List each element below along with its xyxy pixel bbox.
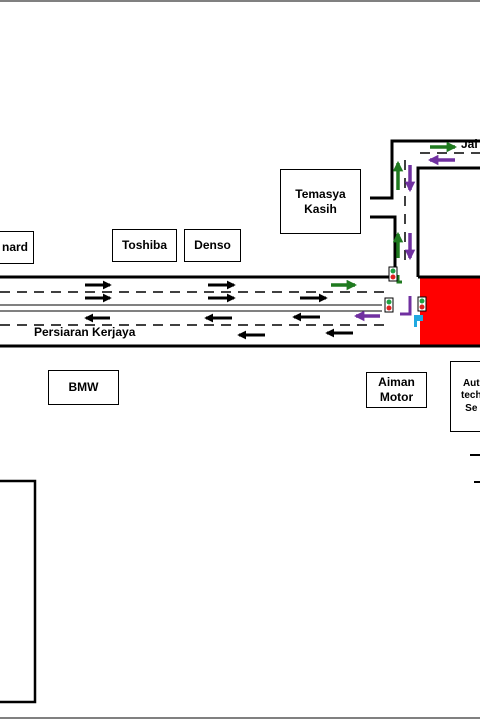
side-road-left-edge-lower bbox=[370, 215, 397, 277]
arrow-purple-turn bbox=[400, 296, 412, 316]
building-bmw: BMW bbox=[48, 370, 119, 405]
traffic-light-icon bbox=[417, 296, 427, 312]
building-temasya-kasih: Temasya Kasih bbox=[280, 169, 361, 234]
arrow-green-turn bbox=[396, 275, 402, 284]
building-aiman-motor: Aiman Motor bbox=[366, 372, 427, 408]
road-label-persiaran-kerjaya: Persiaran Kerjaya bbox=[34, 325, 136, 339]
side-road-left-edge bbox=[370, 139, 480, 200]
lot-boundary bbox=[0, 479, 37, 704]
building-left-cut: nard bbox=[0, 231, 34, 264]
traffic-light-icon bbox=[388, 266, 398, 282]
building-right-cut: Aut tech Se bbox=[450, 361, 480, 432]
building-toshiba: Toshiba bbox=[112, 229, 177, 262]
highlight-block bbox=[420, 278, 480, 346]
side-road-right-edge bbox=[416, 166, 480, 277]
building-denso: Denso bbox=[184, 229, 241, 262]
road-label-side-road: Jal bbox=[461, 137, 478, 151]
traffic-light-icon bbox=[384, 297, 394, 313]
signal-post-icon bbox=[414, 315, 423, 327]
